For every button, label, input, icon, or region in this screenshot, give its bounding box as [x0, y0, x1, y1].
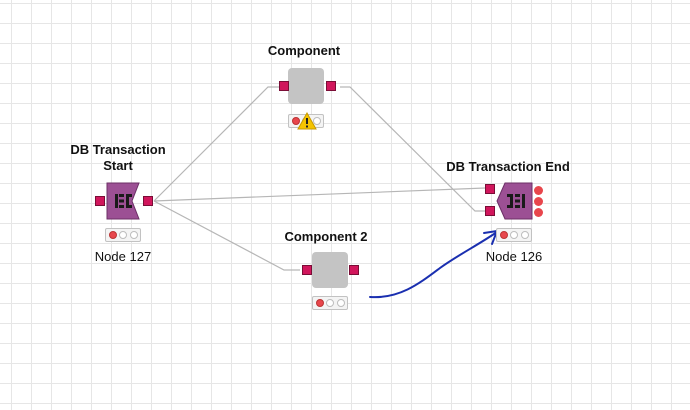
db-end-node[interactable] [495, 182, 533, 220]
db-start-output-port[interactable] [143, 196, 153, 206]
component2-input-port[interactable] [302, 265, 312, 275]
component-node[interactable] [288, 68, 324, 104]
component-input-port[interactable] [279, 81, 289, 91]
db-end-node-label: Node 126 [485, 249, 543, 264]
status-led-yellow [326, 299, 334, 307]
status-led-green [130, 231, 138, 239]
db-transaction-end-icon [507, 194, 525, 208]
component2-status [312, 296, 348, 310]
db-start-status [105, 228, 141, 242]
db-end-output-port-1[interactable] [534, 186, 543, 195]
connection-component-to-db-end[interactable] [340, 86, 485, 212]
connection-start-to-db-end[interactable] [153, 187, 486, 202]
status-led-yellow [510, 231, 518, 239]
status-led-red [316, 299, 324, 307]
component-output-port[interactable] [326, 81, 336, 91]
db-start-title-line2: Start [103, 158, 133, 173]
status-led-green [313, 117, 321, 125]
component2-title: Component 2 [284, 229, 368, 244]
warning-icon [297, 112, 317, 130]
connection-start-to-component2[interactable] [153, 200, 300, 271]
component-title: Component [267, 43, 341, 58]
db-start-title-line1: DB Transaction [70, 142, 166, 157]
db-end-output-port-3[interactable] [534, 208, 543, 217]
connection-start-to-component[interactable] [153, 86, 283, 202]
db-start-input-port[interactable] [95, 196, 105, 206]
db-end-title: DB Transaction End [446, 159, 570, 174]
db-end-status [496, 228, 532, 242]
status-led-red [292, 117, 300, 125]
db-start-title: DB Transaction Start [58, 142, 178, 174]
db-end-output-port-2[interactable] [534, 197, 543, 206]
db-transaction-start-icon [115, 194, 132, 208]
db-start-node-label: Node 127 [94, 249, 152, 264]
db-start-node[interactable] [104, 182, 142, 220]
status-led-green [521, 231, 529, 239]
db-end-input-port-1[interactable] [485, 184, 495, 194]
annotation-arrow [369, 231, 498, 299]
component2-output-port[interactable] [349, 265, 359, 275]
status-led-yellow [119, 231, 127, 239]
status-led-red [109, 231, 117, 239]
db-end-input-port-2[interactable] [485, 206, 495, 216]
component2-node[interactable] [312, 252, 348, 288]
status-led-green [337, 299, 345, 307]
status-led-red [500, 231, 508, 239]
